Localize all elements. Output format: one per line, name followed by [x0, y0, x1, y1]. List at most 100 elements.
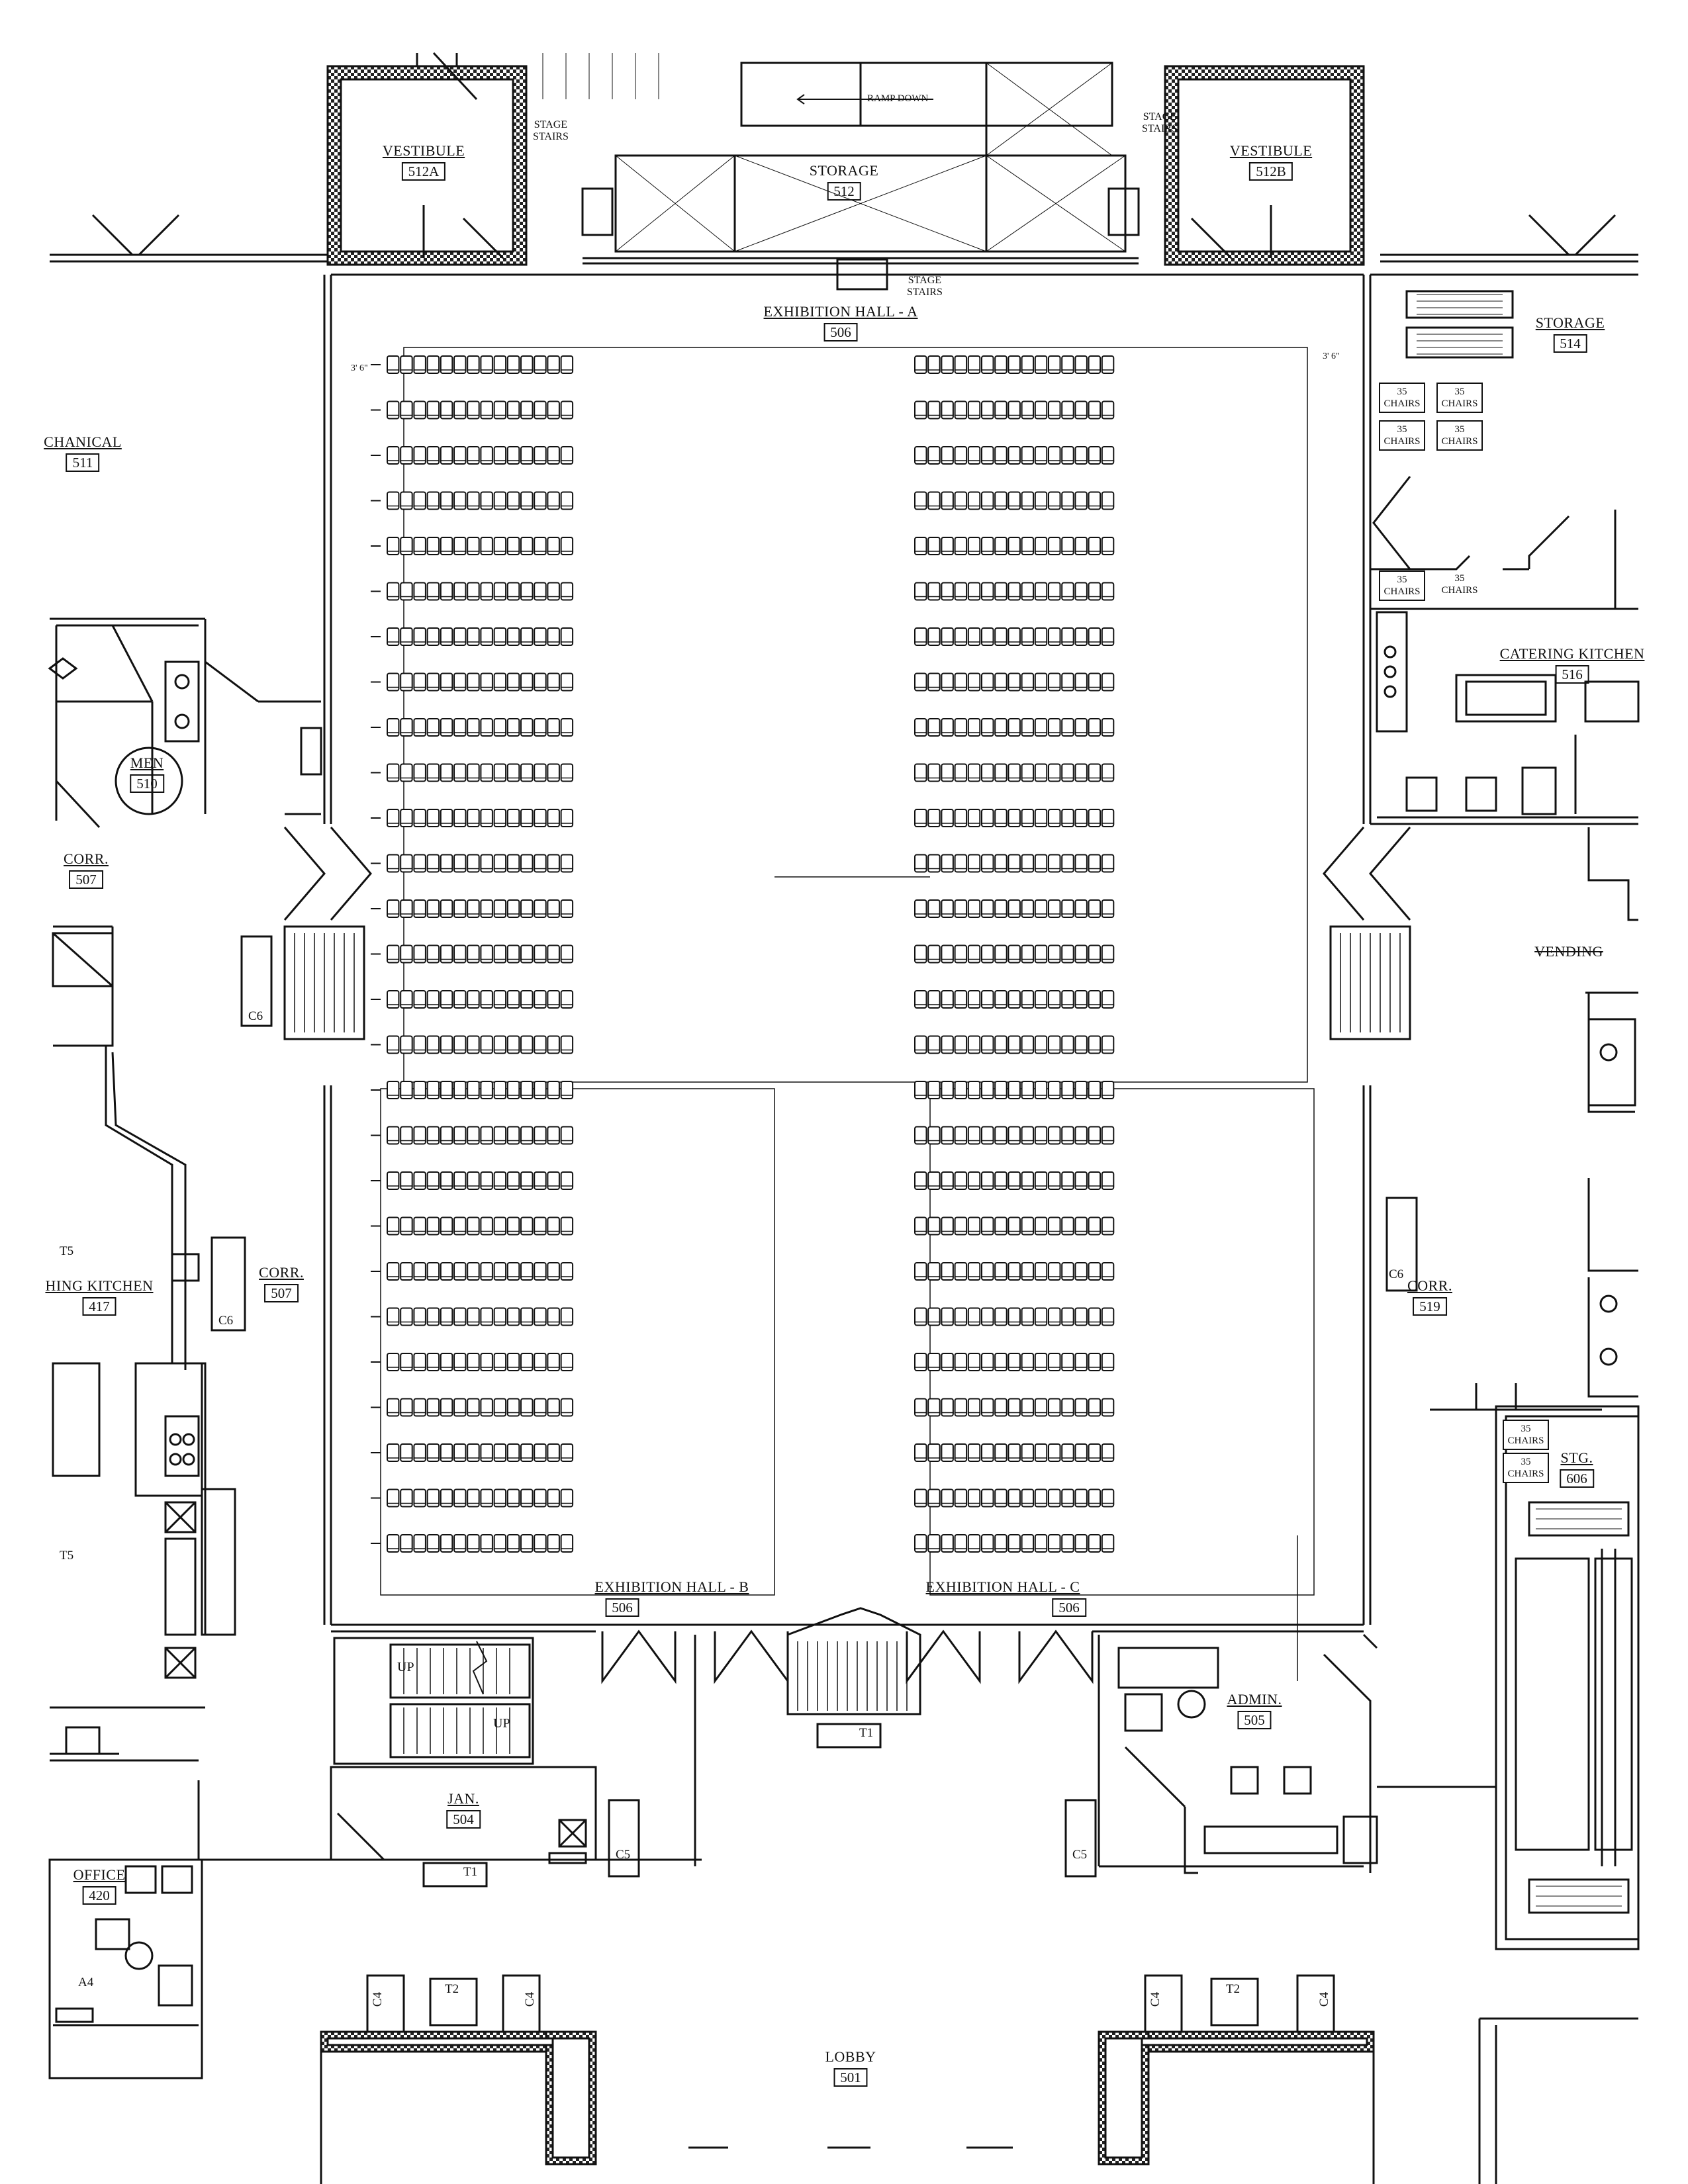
seat	[1048, 1216, 1061, 1236]
seat	[914, 1171, 927, 1190]
seat	[534, 763, 547, 782]
seat	[1021, 718, 1035, 737]
seat	[994, 1035, 1008, 1054]
seat	[1101, 944, 1115, 964]
seat	[994, 446, 1008, 465]
tag-t1-jan: T1	[463, 1865, 478, 1879]
seat	[534, 355, 547, 374]
seat	[1048, 1262, 1061, 1281]
seat	[1021, 491, 1035, 510]
seat	[914, 718, 927, 737]
seat	[426, 1262, 440, 1281]
seat	[413, 537, 426, 555]
seat	[560, 1488, 574, 1508]
seat	[941, 1126, 954, 1145]
seat	[1021, 1307, 1035, 1326]
seat	[426, 446, 440, 465]
seat	[1034, 1262, 1048, 1281]
room-admin-505: ADMIN. 505	[1227, 1691, 1282, 1729]
seat	[453, 1398, 467, 1417]
dimension-left: 3' 6"	[351, 363, 368, 373]
seat	[453, 1126, 467, 1145]
seat	[480, 672, 493, 692]
seat	[1021, 1443, 1035, 1462]
seat	[967, 809, 981, 827]
seat	[1101, 1035, 1115, 1054]
seat	[941, 944, 954, 964]
seat	[426, 1126, 440, 1145]
seat	[506, 1353, 520, 1371]
seat	[927, 1171, 941, 1190]
label-up-1: UP	[397, 1660, 414, 1674]
seat	[547, 1307, 560, 1326]
seat	[1074, 1307, 1088, 1326]
seat	[520, 491, 534, 510]
seat	[560, 1353, 574, 1371]
seat	[1048, 627, 1061, 646]
seat	[467, 763, 480, 782]
seat	[941, 1353, 954, 1371]
seat	[967, 1171, 981, 1190]
seat	[1088, 1262, 1102, 1281]
seat	[493, 672, 507, 692]
seat	[493, 1534, 507, 1553]
seat	[413, 1081, 426, 1099]
seat	[941, 1171, 954, 1190]
seat	[453, 1488, 467, 1508]
seat	[981, 1398, 994, 1417]
seat	[426, 809, 440, 827]
seat	[1061, 899, 1074, 918]
seat	[400, 763, 413, 782]
seat	[994, 355, 1008, 374]
seat	[440, 899, 453, 918]
seat	[994, 582, 1008, 601]
seat	[941, 763, 954, 782]
seat	[1034, 400, 1048, 420]
seat	[1074, 1443, 1088, 1462]
seat	[547, 718, 560, 737]
seat	[387, 627, 400, 646]
seat	[954, 1126, 968, 1145]
seat	[914, 1307, 927, 1326]
seat	[1074, 1488, 1088, 1508]
seat	[440, 627, 453, 646]
seat	[1088, 355, 1102, 374]
seat	[400, 1398, 413, 1417]
seat	[426, 944, 440, 964]
seat	[453, 537, 467, 555]
seat	[400, 491, 413, 510]
seat	[927, 355, 941, 374]
seat	[1034, 1353, 1048, 1371]
seat	[941, 1262, 954, 1281]
seat	[1008, 491, 1021, 510]
seat	[426, 763, 440, 782]
seat	[453, 1171, 467, 1190]
seat	[1048, 763, 1061, 782]
seat	[534, 1488, 547, 1508]
seat	[506, 1488, 520, 1508]
seat	[954, 1307, 968, 1326]
seat	[941, 1443, 954, 1462]
seat	[480, 854, 493, 873]
tag-t2-right: T2	[1226, 1982, 1241, 1996]
seat	[927, 582, 941, 601]
seat	[1008, 672, 1021, 692]
seat	[400, 627, 413, 646]
seat	[1061, 718, 1074, 737]
seat	[1088, 537, 1102, 555]
seat	[981, 1443, 994, 1462]
seat	[547, 1534, 560, 1553]
tag-c4-4: C4	[1317, 1991, 1332, 2007]
seat	[1034, 446, 1048, 465]
seat	[480, 400, 493, 420]
seat	[1034, 1307, 1048, 1326]
seat	[1021, 1216, 1035, 1236]
seat	[387, 1398, 400, 1417]
seat	[520, 1262, 534, 1281]
seat	[534, 1443, 547, 1462]
seat	[994, 1262, 1008, 1281]
seat	[1021, 400, 1035, 420]
seat	[1034, 672, 1048, 692]
seat	[967, 400, 981, 420]
